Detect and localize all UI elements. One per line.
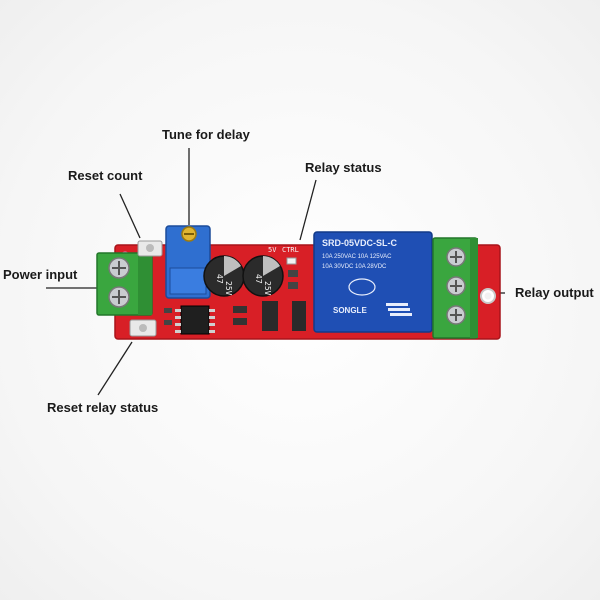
status-led [286, 257, 297, 265]
label-power-input: Power input [3, 267, 78, 282]
relay-cert-mark [348, 278, 376, 296]
timer-ic [175, 305, 215, 335]
label-relay-output: Relay output [515, 285, 594, 300]
leader-relay-status [299, 179, 317, 241]
relay-brand: SONGLE [333, 306, 367, 315]
capacitor-left-voltage: 25V [224, 281, 233, 296]
power-terminal-block [96, 252, 153, 316]
capacitor-right: 47 25V [242, 255, 284, 297]
capacitor-left-value: 47 [215, 274, 224, 284]
reset-count-button [137, 240, 163, 257]
silk-led-label: CTRL [282, 246, 299, 254]
smd-components [164, 270, 306, 331]
relay-rating-1: 10A 250VAC 10A 125VAC [322, 254, 392, 260]
relay-rating-2: 10A 30VDC 10A 28VDC [322, 264, 387, 270]
relay-output-terminal-block [432, 237, 478, 339]
silk-supply-label: 5V [268, 246, 277, 254]
songle-logo-icon [386, 303, 412, 316]
capacitor-right-voltage: 25V [263, 281, 272, 296]
capacitor-left: 47 25V [203, 255, 245, 297]
relay-model: SRD-05VDC-SL-C [322, 238, 398, 248]
leader-reset-count [119, 193, 141, 239]
label-reset-count: Reset count [68, 168, 143, 183]
label-relay-status: Relay status [305, 160, 382, 175]
reset-relay-status-button [129, 319, 157, 337]
leader-reset-relay-status [97, 341, 133, 396]
relay: SRD-05VDC-SL-C 10A 250VAC 10A 125VAC 10A… [313, 231, 433, 333]
label-reset-relay-status: Reset relay status [47, 400, 159, 415]
mount-hole-right-inner [484, 292, 492, 300]
potentiometer [165, 225, 211, 299]
label-tune-for-delay: Tune for delay [162, 127, 250, 142]
capacitor-right-value: 47 [254, 274, 263, 284]
